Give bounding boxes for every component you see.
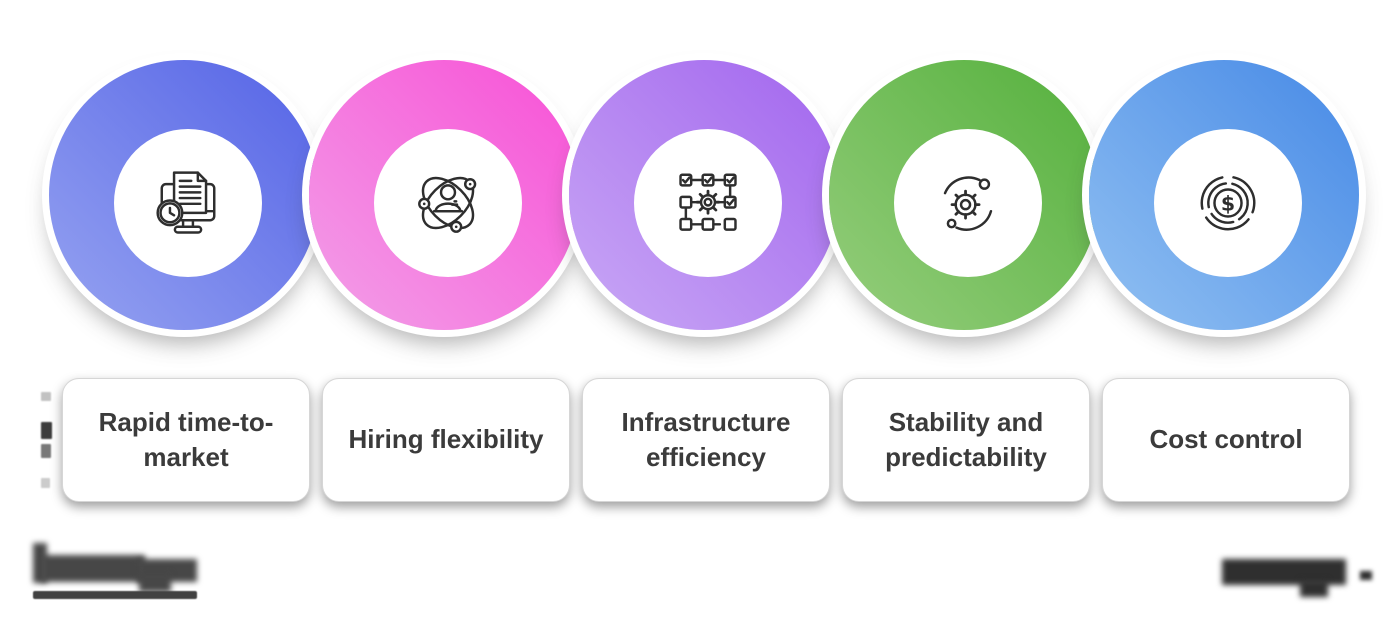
benefit-item-infrastructure-efficiency: Infrastructure efficiency: [569, 0, 839, 624]
monitor-document-clock-icon: [156, 171, 216, 234]
redacted-logo-right: [1222, 556, 1374, 600]
logo-blur-shape: [1300, 580, 1328, 597]
person-orbit-network-icon: [418, 176, 477, 233]
benefit-card: Cost control: [1102, 378, 1350, 502]
benefit-label: Infrastructure efficiency: [621, 406, 791, 472]
icon-disc: $: [1154, 129, 1302, 277]
icon-disc: [374, 129, 522, 277]
logo-underline-bar: [33, 591, 197, 599]
benefit-label: Stability and predictability: [885, 406, 1047, 472]
logo-blur-shape: [1360, 571, 1372, 580]
benefit-card: Infrastructure efficiency: [582, 378, 830, 502]
logo-blur-shape: [41, 555, 145, 582]
svg-text:$: $: [1221, 191, 1235, 215]
benefit-label: Rapid time-to-market: [98, 406, 274, 472]
icon-disc: [894, 129, 1042, 277]
benefit-card: Stability and predictability: [842, 378, 1090, 502]
benefit-card: Hiring flexibility: [322, 378, 570, 502]
gradient-circle: [569, 60, 839, 330]
benefit-label: Hiring flexibility: [348, 424, 544, 455]
gradient-circle: [49, 60, 319, 330]
edge-artifact-marks: [41, 392, 53, 492]
gear-orbit-icon: [943, 176, 993, 231]
icon-disc: [634, 129, 782, 277]
workflow-checkboxes-gear-icon: [679, 173, 737, 231]
redacted-logo-left: [33, 543, 201, 601]
gradient-circle: [309, 60, 579, 330]
gradient-circle: [829, 60, 1099, 330]
benefit-card: Rapid time-to-market: [62, 378, 310, 502]
benefit-item-cost-control: $ Cost control: [1089, 0, 1359, 624]
donut-chart-dollar-icon: $: [1200, 175, 1256, 231]
benefit-item-hiring-flexibility: Hiring flexibility: [309, 0, 579, 624]
logo-blur-shape: [139, 573, 171, 592]
benefit-label: Cost control: [1149, 424, 1303, 455]
benefit-item-rapid-time-to-market: Rapid time-to-market: [49, 0, 319, 624]
icon-disc: [114, 129, 262, 277]
benefit-item-stability-predictability: Stability and predictability: [829, 0, 1099, 624]
gradient-circle: $: [1089, 60, 1359, 330]
